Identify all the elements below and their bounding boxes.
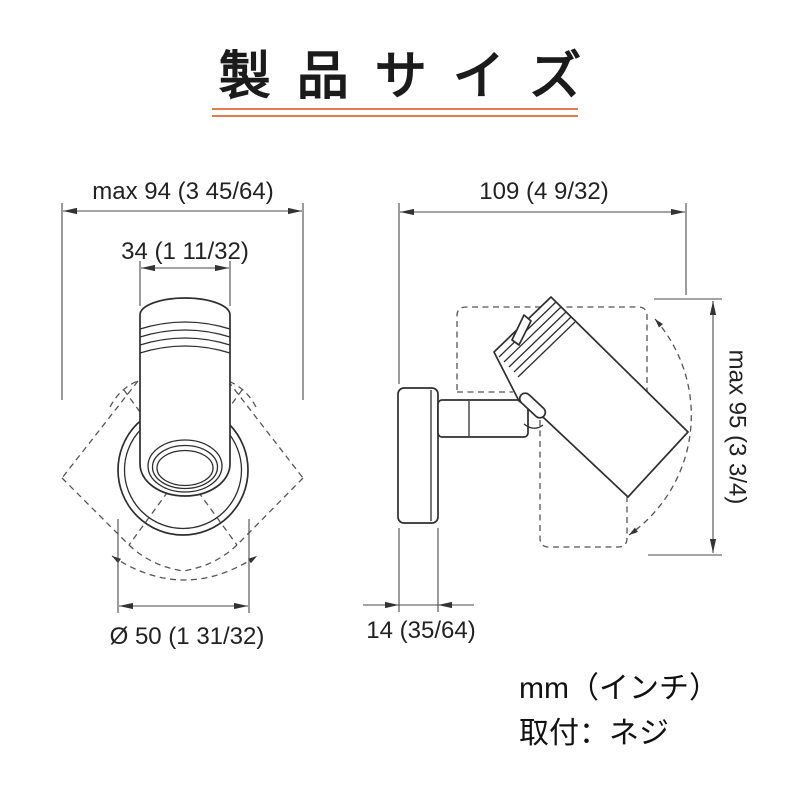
footnotes: mm（インチ） 取付：ネジ [519, 666, 719, 756]
dim-label-overall-width: max 94 (3 45/64) [92, 178, 273, 205]
rotation-envelope-outline [456, 306, 648, 548]
swivel-arc [111, 555, 258, 581]
dim-label-head-width: 34 (1 11/32) [121, 238, 249, 265]
side-dimensions: 109 (4 9/32) max 95 (3 3/4) 14 (35/64) [363, 178, 751, 644]
wall-plate [397, 387, 439, 524]
front-view: max 94 (3 45/64) 34 (1 11/32) Ø 50 (1 31… [61, 178, 304, 650]
header: 製品サイズ [0, 34, 800, 109]
side-view: 109 (4 9/32) max 95 (3 3/4) 14 (35/64) [363, 178, 751, 644]
page-title: 製品サイズ [218, 48, 608, 106]
lamp-head-side [493, 296, 689, 498]
rotation-arc [628, 318, 692, 536]
dim-label-base-diameter: Ø 50 (1 31/32) [110, 623, 265, 650]
heatsink-ribs [139, 321, 231, 354]
dim-label-overall-height: max 95 (3 3/4) [724, 350, 751, 505]
title-underline-bottom [212, 115, 578, 117]
units-note: mm（インチ） [519, 672, 719, 705]
dim-label-depth: 109 (4 9/32) [479, 178, 608, 205]
lamp-head-front [139, 297, 231, 497]
dim-label-plate-thickness: 14 (35/64) [366, 617, 475, 644]
mounting-note: 取付：ネジ [519, 717, 669, 750]
title-underline-top [212, 108, 578, 110]
front-dimensions: max 94 (3 45/64) 34 (1 11/32) Ø 50 (1 31… [61, 178, 304, 650]
switch-nub [511, 314, 532, 346]
tilt-joint [518, 392, 547, 429]
lamp-barrel [139, 297, 231, 497]
lens-rim-rings [147, 439, 223, 493]
mount-arm [437, 399, 529, 438]
